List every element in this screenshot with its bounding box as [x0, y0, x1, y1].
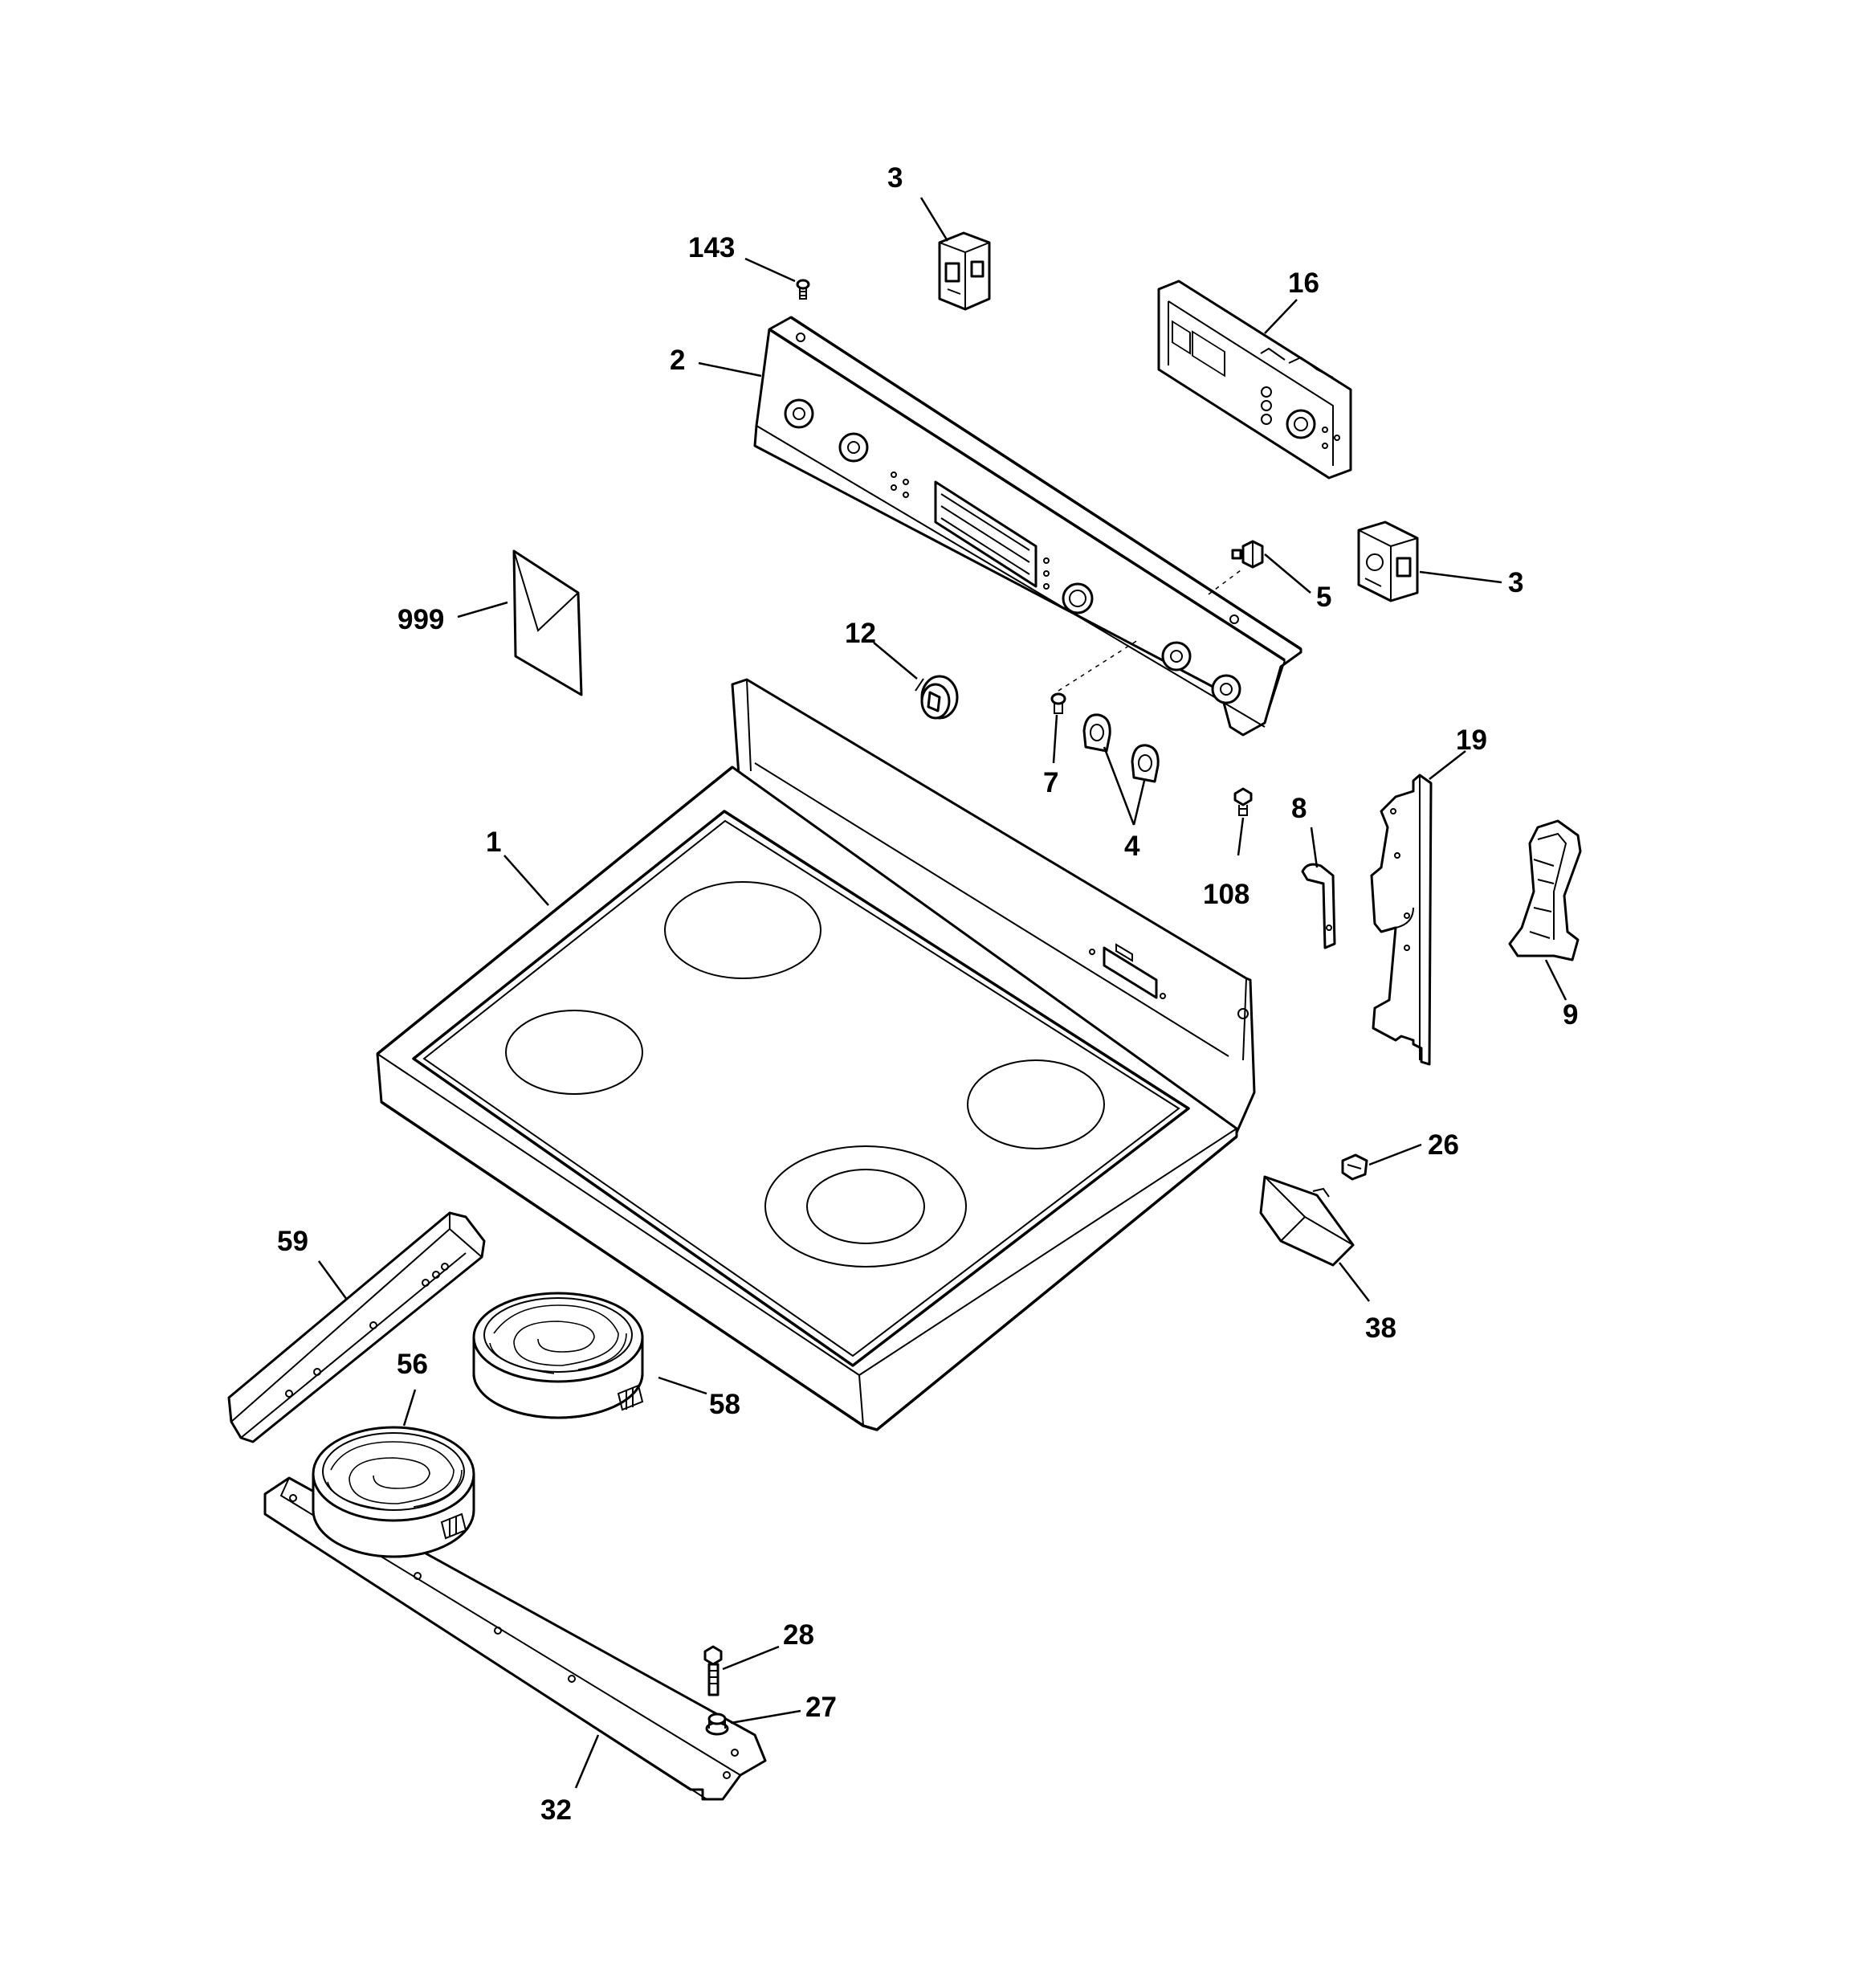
part-59-rail[interactable]	[227, 1211, 486, 1443]
part-56-element[interactable]	[312, 1426, 475, 1558]
callout-9: 9	[1563, 999, 1578, 1031]
part-27-spacer[interactable]	[705, 1712, 729, 1736]
callout-19: 19	[1456, 725, 1487, 756]
part-28-screw[interactable]	[703, 1645, 723, 1696]
part-12-knob[interactable]	[915, 675, 959, 720]
part-7-screw[interactable]	[1050, 692, 1066, 714]
callout-32: 32	[540, 1794, 572, 1826]
callout-8: 8	[1291, 793, 1307, 824]
part-58-element[interactable]	[472, 1292, 644, 1419]
part-143-screw[interactable]	[796, 279, 810, 300]
callout-12: 12	[845, 618, 876, 649]
callout-999: 999	[397, 604, 444, 635]
part-19-bracket[interactable]	[1370, 774, 1433, 1066]
callout-59: 59	[277, 1226, 308, 1257]
callout-7: 7	[1043, 767, 1058, 798]
callout-16: 16	[1288, 267, 1319, 299]
part-3-switch-top[interactable]	[938, 231, 991, 311]
callout-27: 27	[805, 1692, 837, 1723]
part-1-cooktop[interactable]	[376, 678, 1256, 1431]
callout-38: 38	[1365, 1312, 1396, 1344]
part-5-indicator[interactable]	[1231, 540, 1264, 569]
callout-4: 4	[1124, 831, 1140, 862]
part-32-support[interactable]	[263, 1476, 767, 1801]
callout-3-right: 3	[1508, 567, 1523, 598]
callout-5: 5	[1316, 582, 1331, 613]
callout-56: 56	[397, 1349, 428, 1380]
callout-3-top: 3	[887, 162, 903, 194]
callout-143: 143	[688, 232, 735, 263]
part-3-switch-right[interactable]	[1357, 520, 1419, 602]
callout-58: 58	[709, 1389, 740, 1420]
part-16-control-board[interactable]	[1157, 280, 1352, 480]
part-108-screw[interactable]	[1233, 787, 1253, 816]
callout-labels: 143 3 16 2 5 3 999 12 7 4 8 19 1 108 9 2…	[277, 162, 1578, 1826]
callout-1: 1	[486, 827, 501, 858]
part-9-end-cap[interactable]	[1508, 819, 1582, 961]
callout-2: 2	[670, 345, 685, 376]
part-8-clip[interactable]	[1301, 863, 1336, 949]
part-38-bracket[interactable]	[1259, 1175, 1355, 1267]
part-999-literature[interactable]	[512, 549, 583, 696]
callout-28: 28	[783, 1619, 814, 1651]
callout-108: 108	[1203, 879, 1249, 910]
part-26-clip[interactable]	[1341, 1153, 1368, 1181]
part-2-backguard[interactable]	[753, 316, 1302, 737]
leader-lines	[317, 197, 1567, 1789]
part-4-knobs[interactable]	[1082, 713, 1160, 783]
callout-26: 26	[1428, 1129, 1459, 1161]
